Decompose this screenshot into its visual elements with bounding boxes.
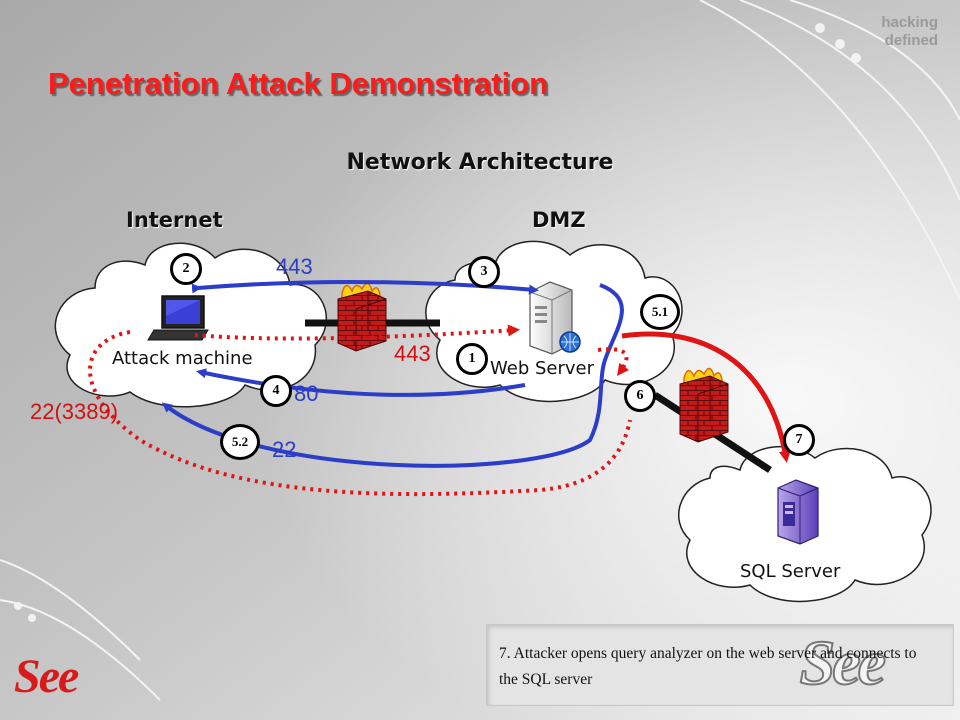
step-badge-2: 2 [170,253,202,285]
diagram-subtitle: Network Architecture [346,150,614,175]
step-badge-5-1: 5.1 [640,294,680,330]
port-label-443-red: 443 [394,341,431,366]
page-title: Penetration Attack Demonstration [48,66,549,101]
watermark-logo: See [799,626,887,699]
firewall-icon [679,367,729,443]
port-label-443: 443 [276,254,313,279]
step-badge-5-2: 5.2 [220,424,260,460]
step-caption-text: 7. Attacker opens query analyzer on the … [499,645,917,688]
sql-server-label: SQL Server [740,561,841,582]
decorative-dots [815,23,861,63]
step-badge-4: 4 [260,375,292,407]
laptop-icon [147,295,209,341]
port-label-22-3389: 22(3389) [30,399,119,424]
zone-label-internet: Internet [126,208,223,232]
brand-line-1: hacking [881,14,938,31]
step-badge-1: 1 [456,343,488,375]
sql-server-icon [777,479,819,545]
decorative-arcs [699,0,960,301]
brand-line-2: defined [884,32,938,49]
step-caption-box: See 7. Attacker opens query analyzer on … [486,624,954,706]
brand-tagline: hacking defined [881,14,938,50]
port-label-22: 22 [272,437,297,462]
red-flows [88,324,791,497]
zone-label-dmz: DMZ [532,208,586,232]
step-badge-7: 7 [783,424,815,456]
attack-machine-label: Attack machine [112,348,253,369]
step-badge-3: 3 [468,256,500,288]
web-server-label: Web Server [490,358,594,379]
step-badge-6: 6 [624,380,656,412]
web-server-icon [529,281,581,355]
port-label-80: 80 [294,381,319,406]
company-logo: See [14,650,79,703]
firewall-icon [337,282,387,352]
